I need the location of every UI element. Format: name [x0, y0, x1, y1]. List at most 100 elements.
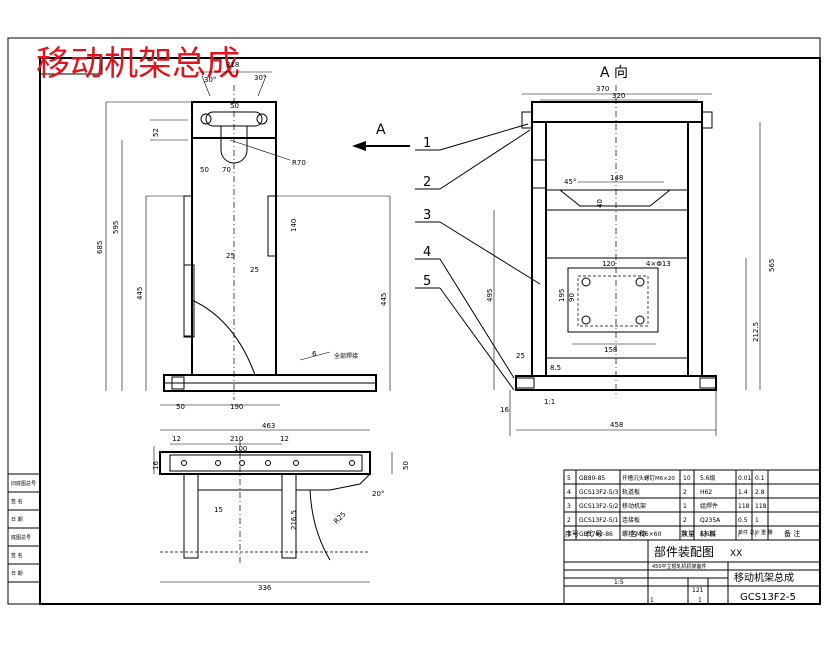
row-name: 连接板 [622, 516, 640, 524]
dim-6: 6 [312, 350, 317, 358]
side-dim-195: 195 [558, 289, 566, 302]
row-no: 2 [567, 517, 571, 524]
dim-50: 50 [230, 102, 239, 110]
row-name: 轨道板 [622, 488, 640, 496]
title-overlay: 移动机架总成 [36, 44, 240, 84]
top-dim-20: 20° [372, 490, 384, 498]
drawing-type-suffix: XX [730, 549, 742, 559]
side-view: A 向 3 [486, 65, 776, 436]
view-label-a-dir: A 向 [600, 65, 628, 81]
hdr-weight: 单件 总计 重 量 [738, 529, 773, 536]
row-qty: 10 [683, 475, 691, 482]
row-qty: 2 [683, 517, 687, 524]
side-dim-25: 25 [516, 352, 525, 360]
view-label-a: A [376, 122, 386, 138]
top-dim-16: 16 [152, 461, 160, 470]
row-no: 1 [567, 531, 571, 538]
strip-text-5: 日 期 [11, 571, 23, 577]
side-dim-120: 120 [602, 260, 615, 268]
hdr-qty: 数量 [681, 529, 695, 538]
sheets: 1 [698, 597, 702, 604]
row-mat: Q235A [700, 517, 721, 524]
row-w2: 118 [755, 503, 767, 510]
top-dim-15: 15 [214, 506, 223, 514]
row-code: GCS13F2-5/1 [579, 517, 619, 524]
side-dim-148: 148 [610, 174, 623, 182]
row-name: 螺栓 M16×60 [622, 530, 662, 538]
row-name: 移动机架 [622, 502, 646, 510]
left-strip: 旧底图总号 签 名 日 期 底图总号 签 名 日 期 [7, 473, 41, 605]
row-code: GCS13F2-5/3 [579, 489, 619, 496]
callouts: 1 2 3 4 5 [415, 123, 541, 391]
title-block: 部件装配图 XX 450平立辊轧机机架备件 移动机架总成 GCS13F2-5 1… [563, 539, 821, 605]
row-code: GB80-85 [579, 475, 605, 482]
title-box [39, 57, 103, 75]
dim-50c: 50 [176, 403, 185, 411]
side-dim-40: 40 [596, 199, 604, 208]
row-code: GB5782-86 [579, 531, 613, 538]
hdr-name: 名 称 [630, 529, 646, 538]
row-w1: 118 [738, 503, 750, 510]
row-w1: 0.5 [738, 517, 748, 524]
side-dim-4x13: 4×Φ13 [646, 260, 671, 268]
row-w2: 1 [755, 517, 759, 524]
row-w1: 1.4 [738, 489, 748, 496]
strip-text-4: 签 名 [11, 552, 23, 559]
row-name: 开槽沉头螺钉M6×20 [622, 474, 675, 482]
hdr-code: 代 号 [586, 529, 602, 538]
row-qty: 2 [683, 489, 687, 496]
row-w2: 0.1 [755, 475, 765, 482]
row-no: 3 [567, 503, 571, 510]
top-view: 463 16 12 210 12 100 50 20° 216.5 R25 15… [152, 422, 410, 592]
callout-3: 3 [423, 208, 431, 223]
strip-text-0: 旧底图总号 [11, 480, 36, 487]
callout-1: 1 [423, 136, 431, 151]
dim-25b: 25 [250, 266, 259, 274]
side-dim-495: 495 [486, 289, 494, 302]
dim-190: 190 [230, 403, 243, 411]
row-mat: H62 [700, 489, 712, 496]
top-dim-463: 463 [262, 422, 275, 430]
sheet: 1 [650, 597, 654, 604]
drawing-type: 部件装配图 [654, 544, 714, 559]
dim-25a: 25 [226, 252, 235, 260]
callout-4: 4 [423, 245, 431, 260]
strip-text-1: 签 名 [11, 498, 23, 505]
side-dim-8: 8.5 [550, 364, 561, 372]
parts-row: 3 GCS13F2-5/2 移动机架 1 组焊件 118 118 [567, 502, 767, 510]
parts-row: 1 GB5782-86 螺栓 M16×60 4 5.6级 / / [567, 530, 758, 538]
side-dim-565: 565 [768, 259, 776, 272]
side-dim-458: 458 [610, 421, 623, 429]
row-w1: / [738, 531, 741, 538]
strip-text-2: 日 期 [11, 517, 23, 523]
top-dim-12b: 12 [280, 435, 289, 443]
side-dim-320: 320 [612, 92, 625, 100]
subtitle: 450平立辊轧机机架备件 [652, 563, 707, 570]
inner-border [39, 57, 821, 605]
row-w2: / [755, 531, 758, 538]
side-dim-158: 158 [604, 346, 617, 354]
parts-row: 4 GCS13F2-5/3 轨道板 2 H62 1.4 2.8 [567, 488, 765, 496]
weld-note: 全部焊接 [334, 352, 358, 360]
scale: 1:5 [614, 579, 624, 586]
view-arrow-a: A [352, 122, 410, 151]
top-dim-210: 210 [230, 435, 243, 443]
top-dim-100: 100 [234, 445, 247, 453]
hdr-no: 序号 [565, 529, 579, 538]
strip-text-3: 底图总号 [11, 534, 31, 541]
parts-table: 5 GB80-85 开槽沉头螺钉M6×20 10 5.6级 0.01 0.1 4… [563, 469, 821, 541]
parts-row: 5 GB80-85 开槽沉头螺钉M6×20 10 5.6级 0.01 0.1 [567, 474, 765, 482]
dim-140: 140 [290, 219, 298, 232]
side-dim-16: 16 [500, 406, 509, 414]
side-dim-212: 212.5 [752, 322, 760, 342]
row-w2: 2.8 [755, 489, 765, 496]
hdr-note: 备 注 [784, 529, 800, 538]
row-no: 5 [567, 475, 571, 482]
dim-445: 445 [136, 287, 144, 300]
row-qty: 1 [683, 503, 687, 510]
dim-30a: 30° [204, 76, 216, 84]
hdr-mat: 材 料 [700, 529, 716, 538]
row-qty: 4 [683, 531, 687, 538]
dim-30b: 30° [254, 74, 266, 82]
row-mat: 5.6级 [700, 474, 716, 482]
